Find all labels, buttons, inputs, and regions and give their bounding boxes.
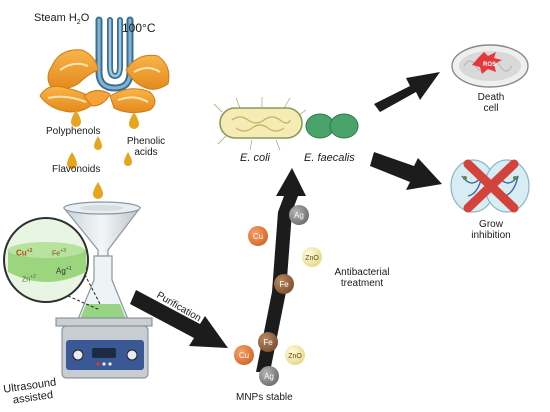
- antibacterial-fe-sphere: [274, 274, 294, 294]
- mnps-zno-sphere: [285, 345, 305, 365]
- antibacterial-cu-label: Cu: [253, 232, 263, 241]
- grow-inhibition-icon: [450, 159, 530, 213]
- extract-drops-icon: [67, 110, 139, 199]
- antibacterial-zno-sphere: [302, 247, 322, 267]
- mnps-fe-label: Fe: [263, 338, 273, 347]
- efaecalis-label: E. faecalis: [304, 152, 355, 164]
- inhibition-arrow: [370, 152, 442, 190]
- ion-ag: Ag+1: [56, 266, 72, 276]
- ecoli-icon: [213, 97, 307, 151]
- steam-pipes-icon: [95, 16, 134, 92]
- death-arrow: [374, 72, 440, 112]
- antibacterial-ag-sphere: [289, 205, 309, 225]
- antibacterial-zno-label: ZnO: [305, 255, 319, 262]
- ros-label: ROS: [483, 62, 497, 68]
- temperature-label: 100°C: [122, 21, 156, 35]
- antibacterial-cu-sphere: [248, 226, 268, 246]
- mnps-ag-label: Ag: [264, 372, 274, 381]
- antibacterial-arrow: [256, 168, 306, 372]
- flavonoids-label: Flavonoids: [52, 164, 101, 175]
- mnps-zno-label: ZnO: [288, 353, 302, 360]
- antibacterial-ag-label: Ag: [294, 211, 304, 220]
- antibacterial-fe-label: Fe: [279, 280, 289, 289]
- ion-zn: Zn+2: [22, 274, 36, 284]
- mnps-ag-sphere: [259, 366, 279, 386]
- ion-cu: Cu+2: [16, 248, 33, 258]
- steam-label: Steam H2O: [34, 12, 90, 27]
- funnel-icon: [62, 201, 142, 291]
- ultrasound-bath-icon: [55, 317, 153, 379]
- mnps-cu-sphere: [234, 345, 254, 365]
- mnps-fe-sphere: [258, 332, 278, 352]
- mnps-cu-label: Cu: [239, 351, 249, 360]
- ion-magnifier: [3, 217, 101, 311]
- polyphenols-label: Polyphenols: [46, 126, 101, 137]
- death-cell-icon: [451, 44, 529, 88]
- ecoli-label: E. coli: [240, 152, 270, 164]
- cross-icon: [463, 159, 519, 213]
- mnps-label: MNPs stable: [236, 392, 293, 403]
- process-arrows: [130, 72, 442, 372]
- purification-arrow: [130, 290, 228, 348]
- ion-fe: Fe+3: [52, 248, 66, 258]
- efaecalis-icon: [305, 113, 359, 139]
- orange-peels-icon: [39, 49, 170, 114]
